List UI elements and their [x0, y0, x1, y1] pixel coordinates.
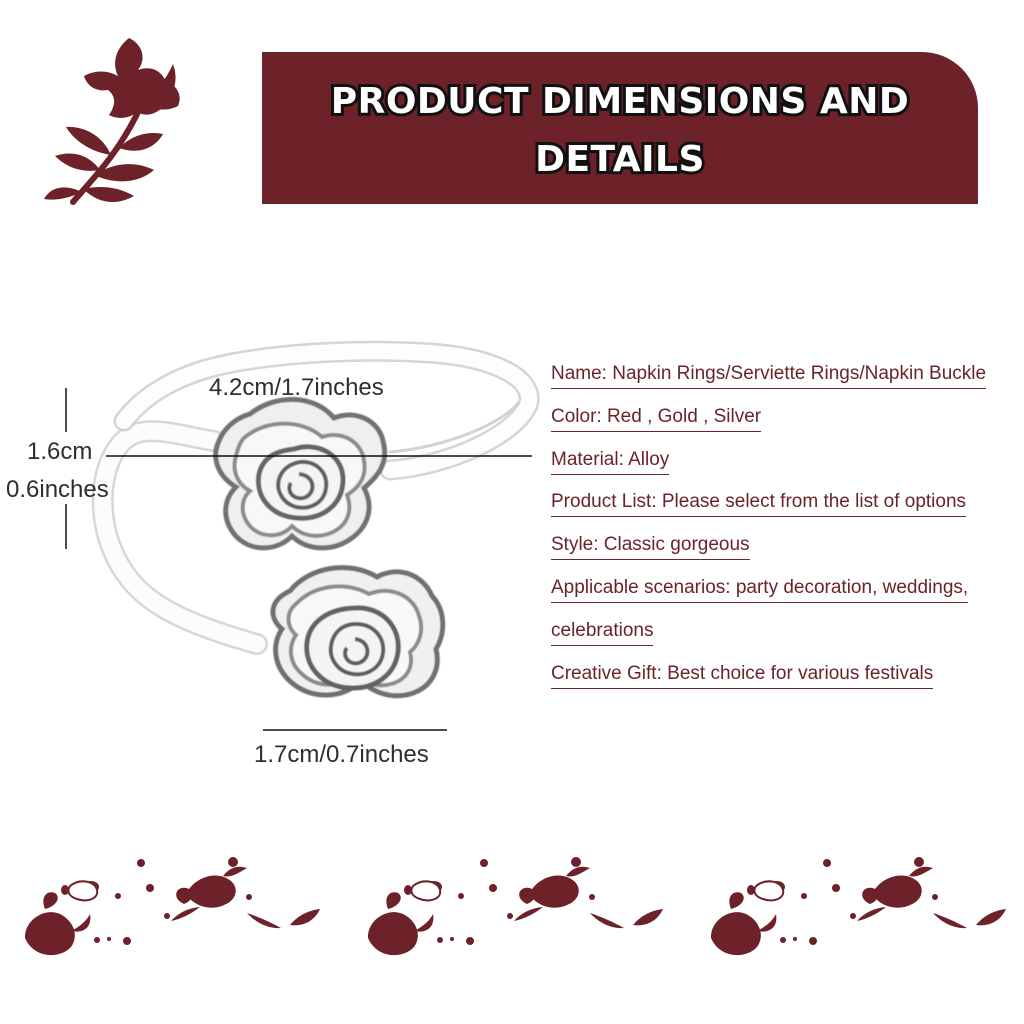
detail-creative-gift-text: Creative Gift: Best choice for various f…: [551, 662, 934, 689]
height-measurement-cm-label: 1.6cm: [27, 438, 93, 465]
rose-head-lower: [270, 565, 446, 699]
rose-head-upper: [213, 397, 388, 551]
detail-applicable-scenarios-continued-text: celebrations: [551, 619, 654, 646]
detail-material-text: Material: Alloy: [551, 448, 670, 475]
width-measurement-label: 1.7cm/0.7inches: [254, 741, 429, 768]
detail-item-name: Name: Napkin Rings/Serviette Rings/Napki…: [551, 362, 1016, 405]
detail-color-text: Color: Red , Gold , Silver: [551, 405, 762, 432]
page-title-line-2: DETAILS: [532, 136, 707, 183]
rose-branch-icon: [44, 38, 180, 205]
detail-item-color: Color: Red , Gold , Silver: [551, 405, 1016, 448]
detail-item-product-list: Product List: Please select from the lis…: [551, 490, 1016, 533]
measurement-lines: [65, 388, 532, 731]
detail-item-applicable-scenarios: Applicable scenarios: party decoration, …: [551, 576, 1016, 619]
ring-band: [91, 340, 540, 655]
detail-name-text: Name: Napkin Rings/Serviette Rings/Napki…: [551, 362, 987, 389]
detail-item-creative-gift: Creative Gift: Best choice for various f…: [551, 662, 1016, 705]
napkin-ring-image: [65, 340, 540, 731]
detail-product-list-text: Product List: Please select from the lis…: [551, 490, 967, 518]
ink-splatter-icon: [23, 856, 1007, 957]
height-measurement-inches-label: 0.6inches: [6, 476, 109, 503]
title-banner: PRODUCT DIMENSIONS AND DETAILS: [262, 52, 978, 204]
product-details-list: Name: Napkin Rings/Serviette Rings/Napki…: [551, 362, 1016, 704]
detail-applicable-scenarios-text: Applicable scenarios: party decoration, …: [551, 576, 969, 603]
page-title: PRODUCT DIMENSIONS AND DETAILS: [328, 73, 912, 189]
detail-item-material: Material: Alloy: [551, 448, 1016, 491]
detail-item-style: Style: Classic gorgeous: [551, 533, 1016, 576]
detail-item-applicable-scenarios-continued: celebrations: [551, 619, 1016, 662]
detail-style-text: Style: Classic gorgeous: [551, 533, 750, 561]
length-measurement-label: 4.2cm/1.7inches: [209, 374, 384, 401]
page-title-line-1: PRODUCT DIMENSIONS AND: [328, 78, 912, 125]
